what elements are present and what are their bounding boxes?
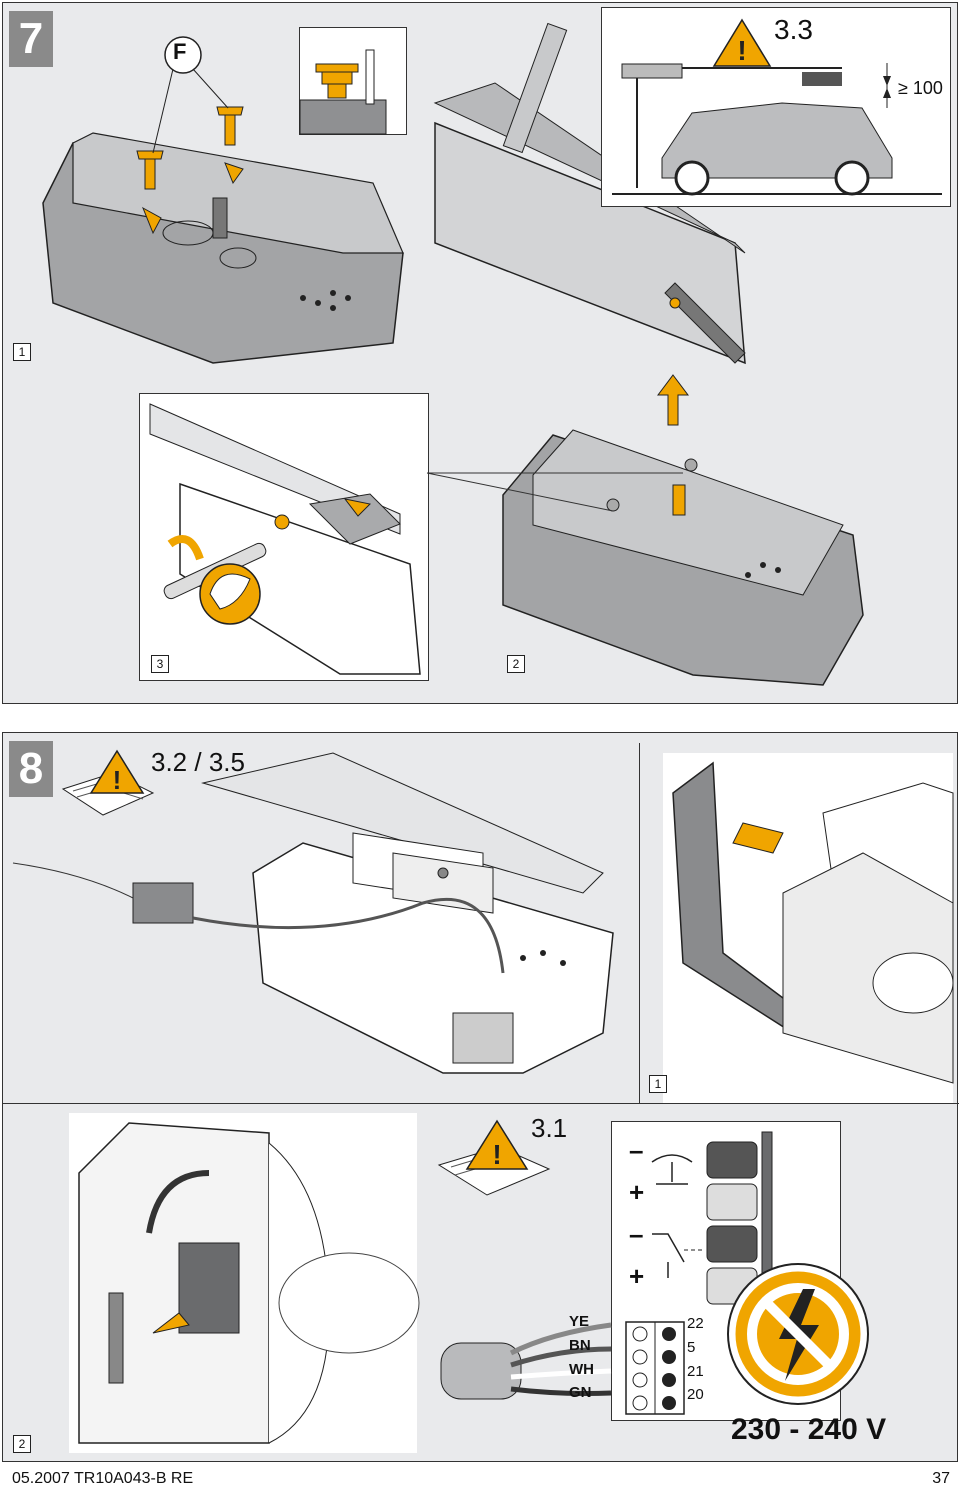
symbol-plus-2: + [629,1261,645,1291]
wire-label-bn: BN [569,1337,591,1354]
warning-manual-icon-top: ! [61,749,155,816]
no-high-voltage-icon [727,1263,869,1405]
step7-sub2: 2 [507,655,525,673]
wire-label-wh: WH [569,1361,594,1378]
symbol-minus-1: – [629,1135,644,1165]
wire-label-ye: YE [569,1313,590,1330]
clearance-label: ≥ 100 [898,78,943,98]
warning-ref-bottom: 3.1 [531,1113,568,1143]
step7-sub3: 3 [151,655,169,673]
screw-right-icon [216,106,244,146]
warning-ref-top: 3.2 / 3.5 [151,747,245,777]
screw-detail-inset [299,27,407,135]
terminal-detail [69,1113,420,1453]
step8-sub1: 1 [649,1075,667,1093]
warning-triangle-icon: ! [712,18,772,67]
connector-lines [426,472,683,512]
terminal-21: 21 [687,1363,704,1380]
svg-text:!: ! [113,765,122,795]
cover-detail [663,753,954,1103]
wrench-detail-inset [139,393,429,681]
step7-illustration-2 [502,374,864,686]
warning-manual-icon-bottom: ! [437,1119,551,1196]
label-f: F [173,39,187,64]
wire-label-gn: GN [569,1384,592,1401]
step7-panel: 7 F 1 [2,2,958,704]
step7-badge: 7 [9,11,53,67]
step8-sub2: 2 [13,1435,31,1453]
clearance-inset: ! 3.3 ≥ 100 [601,7,951,207]
svg-text:!: ! [737,35,746,66]
step7-illustration-1 [42,36,404,364]
svg-text:!: ! [492,1139,501,1170]
warning-ref-33: 3.3 [774,14,813,45]
screw-left-icon [136,150,164,190]
symbol-minus-2: – [629,1219,644,1249]
divider-vertical [639,743,640,1103]
divider-horizontal [3,1103,959,1104]
page-number: 37 [932,1470,950,1487]
step7-sub1: 1 [13,343,31,361]
voltage-label: 230 - 240 V [731,1413,887,1446]
doc-id: 05.2007 TR10A043-B RE [12,1470,194,1487]
cable-illustration [440,1322,612,1400]
step8-panel: 8 ! 3.2 / 3.5 1 [2,732,959,1462]
terminal-22: 22 [687,1315,704,1332]
step8-illustration-main [12,752,614,1074]
symbol-plus-1: + [629,1177,645,1207]
step8-badge: 8 [9,741,53,797]
step7-rail-illustration [433,22,746,365]
terminal-20: 20 [687,1386,704,1403]
terminal-5: 5 [687,1339,696,1356]
